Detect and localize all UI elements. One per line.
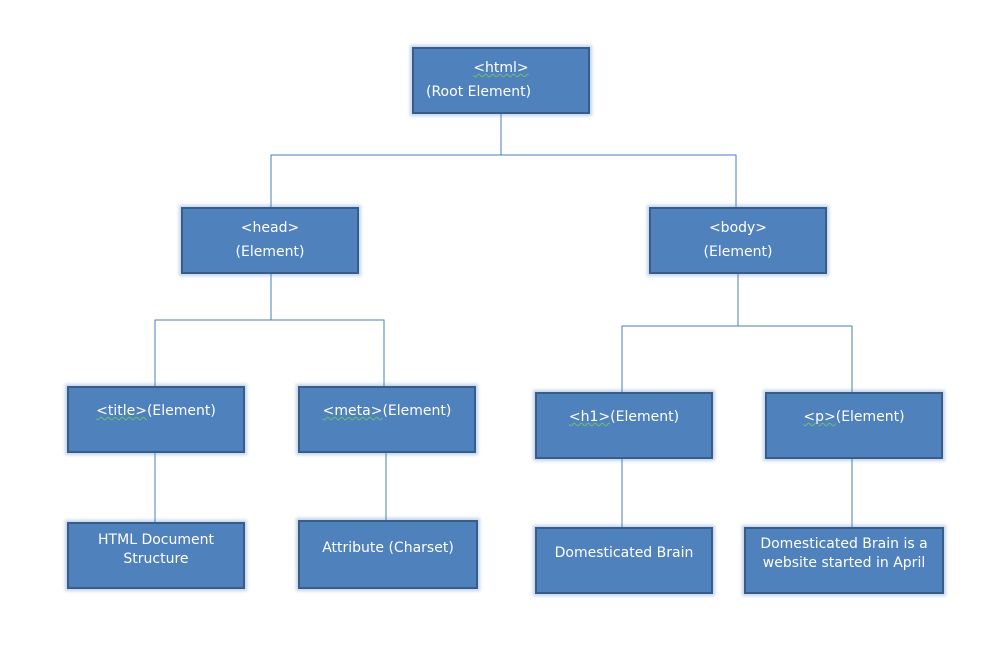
node-html-root: <html> (Root Element) <box>412 47 590 114</box>
leaf-meta-text: Attribute (Charset) <box>322 540 454 556</box>
node-meta-tag: <meta> <box>322 403 383 419</box>
node-h1-label: (Element) <box>610 409 680 425</box>
node-title-label: (Element) <box>146 403 216 419</box>
leaf-h1-value: Domesticated Brain <box>535 527 713 594</box>
node-title: <title>(Element) <box>67 386 245 453</box>
node-body-tag: <body> <box>708 220 768 236</box>
leaf-p-text: Domesticated Brain is a website started … <box>760 536 928 571</box>
node-p: <p>(Element) <box>765 392 943 459</box>
node-meta-label: (Element) <box>382 403 452 419</box>
leaf-title-value: HTML Document Structure <box>67 522 245 589</box>
node-head: <head> (Element) <box>181 207 359 274</box>
node-p-label: (Element) <box>835 409 905 425</box>
leaf-p-value: Domesticated Brain is a website started … <box>744 527 944 594</box>
node-h1: <h1>(Element) <box>535 392 713 459</box>
node-head-tag: <head> <box>240 220 300 236</box>
connector-body-children <box>621 325 853 392</box>
node-body: <body> (Element) <box>649 207 827 274</box>
leaf-title-text: HTML Document Structure <box>98 532 214 567</box>
node-html-tag: <html> <box>473 60 529 76</box>
connector-root-head <box>270 154 737 207</box>
leaf-h1-text: Domesticated Brain <box>554 545 694 561</box>
node-title-tag: <title> <box>96 403 147 419</box>
leaf-meta-value: Attribute (Charset) <box>298 520 478 589</box>
node-head-label: (Element) <box>235 244 305 260</box>
node-html-label: (Root Element) <box>426 84 532 100</box>
connector-head-children <box>154 319 385 386</box>
node-meta: <meta>(Element) <box>298 386 476 453</box>
node-h1-tag: <h1> <box>568 409 611 425</box>
node-p-tag: <p> <box>803 409 836 425</box>
node-body-label: (Element) <box>703 244 773 260</box>
